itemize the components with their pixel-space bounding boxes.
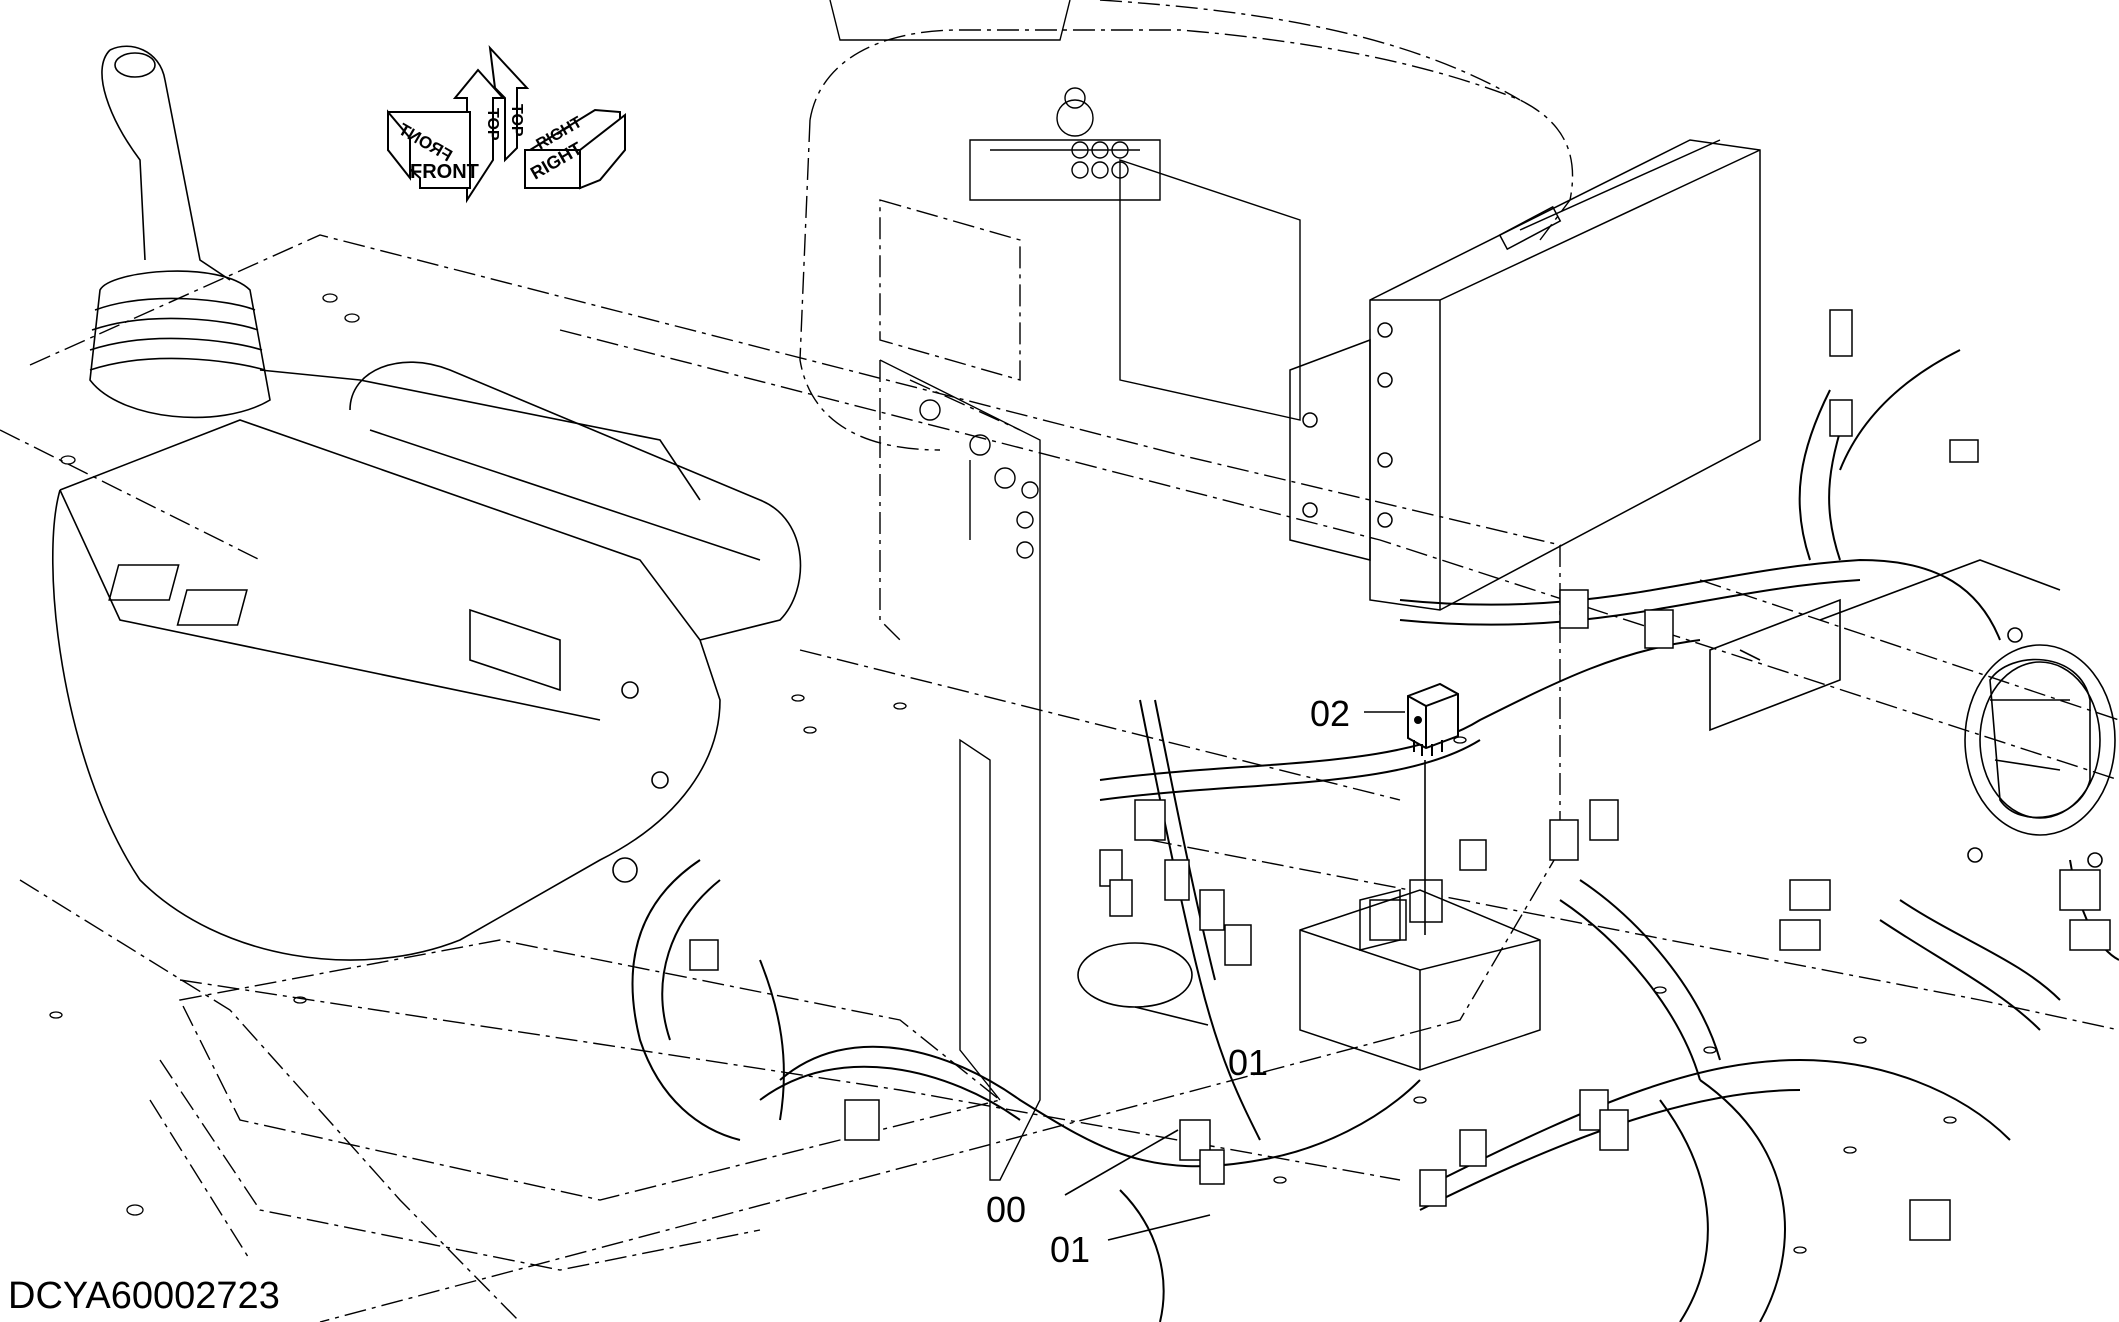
leader-lines bbox=[1064, 711, 1426, 1241]
wire-harness bbox=[631, 349, 2119, 1322]
relay-part-02 bbox=[1407, 682, 1459, 756]
seat-base bbox=[149, 939, 1002, 1271]
callout-00: 00 bbox=[986, 1189, 1026, 1230]
relay-holder bbox=[1299, 889, 1541, 1071]
orientation-top-label: TOP bbox=[484, 108, 501, 141]
operator-seat bbox=[799, 0, 1574, 451]
controller-bracket bbox=[1289, 139, 1761, 611]
drawing-number: DCYA60002723 bbox=[8, 1275, 280, 1317]
callout-02: 02 bbox=[1310, 693, 1350, 734]
orientation-arrows: FRONT FRONT TOP TOP RIGHT RIGHT bbox=[387, 45, 626, 204]
callout-labels: 02 01 00 01 bbox=[986, 693, 1350, 1270]
orientation-front-label: FRONT bbox=[410, 161, 479, 183]
callout-01-lower: 01 bbox=[1050, 1229, 1090, 1270]
floor-holes bbox=[49, 293, 1957, 1254]
orientation-top-label-mirrored: TOP bbox=[508, 104, 525, 137]
callout-01-upper: 01 bbox=[1228, 1042, 1268, 1083]
connectors bbox=[689, 309, 2111, 1241]
joystick-console bbox=[51, 45, 802, 961]
swivel-fitting bbox=[1709, 559, 2116, 868]
center-bracket bbox=[879, 359, 1041, 1181]
